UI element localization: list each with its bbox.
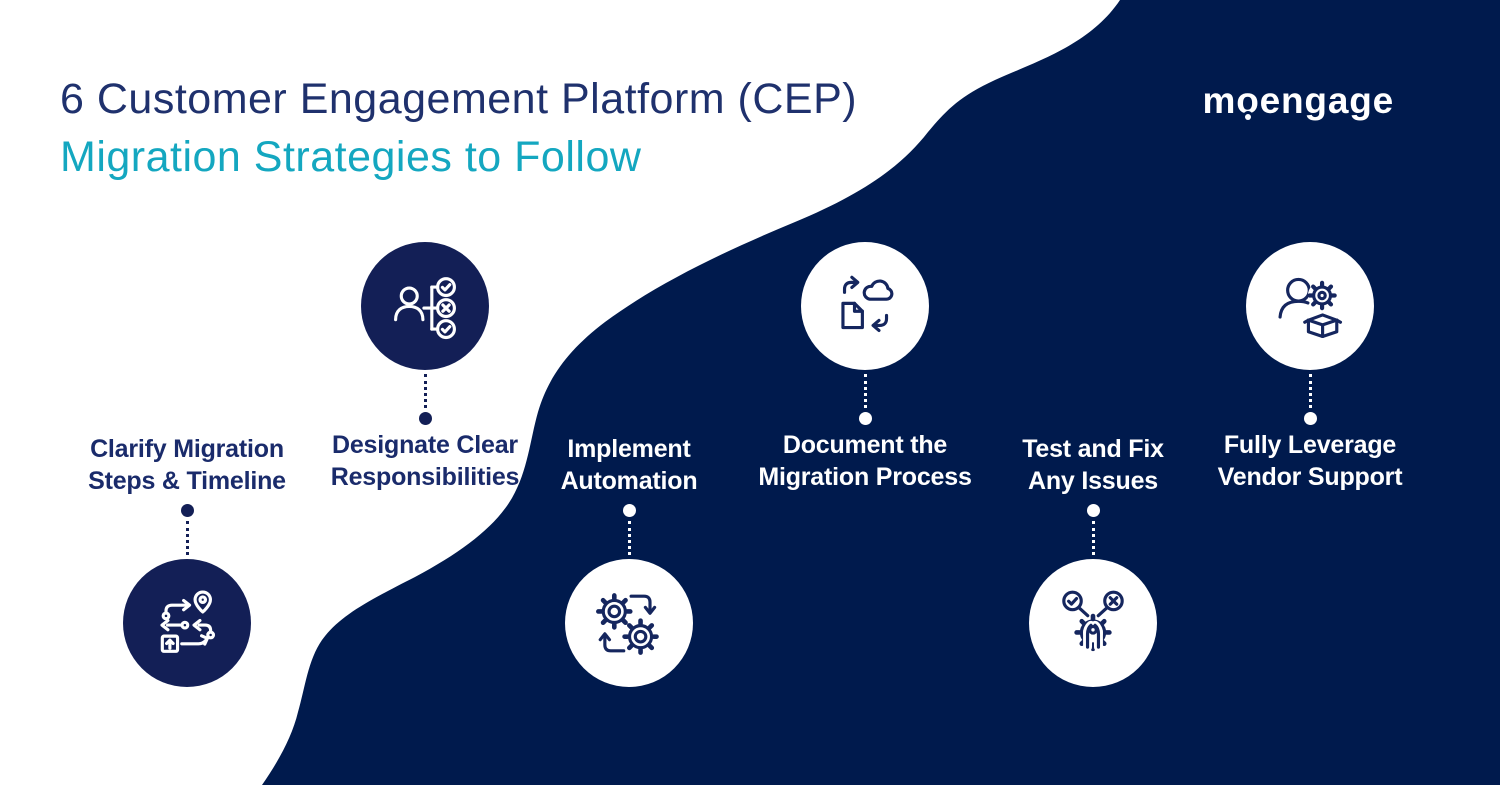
connector-dot — [180, 504, 194, 517]
strategy-item-designate-responsibilities: Designate Clear Responsibilities — [285, 242, 565, 493]
connector-dot — [1303, 412, 1317, 425]
page-title: 6 Customer Engagement Platform (CEP) Mig… — [60, 70, 857, 186]
strategy-label-line1: Document the — [782, 431, 948, 459]
title-line1: 6 Customer Engagement Platform (CEP) — [60, 75, 858, 123]
logo-part-rest: engage — [1259, 80, 1394, 121]
logo-part-m: m — [1202, 80, 1237, 121]
connector-dot — [418, 412, 432, 425]
connector-dot — [622, 504, 636, 517]
strategy-label-line2: Migration Process — [758, 463, 972, 491]
connector — [858, 370, 872, 425]
icon-circle — [1029, 559, 1157, 687]
icon-circle — [565, 559, 693, 687]
strategy-label-line1: Designate Clear — [332, 431, 518, 459]
connector — [1086, 504, 1100, 559]
strategy-label-line1: Clarify Migration — [90, 435, 284, 463]
strategy-label-line1: Fully Leverage — [1223, 431, 1397, 459]
connector-dotted-line — [627, 521, 631, 555]
person-gear-box-icon — [1278, 277, 1343, 339]
strategy-label-line1: Implement — [567, 435, 691, 463]
strategy-item-clarify-migration: Clarify Migration Steps & Timeline — [47, 433, 327, 687]
connector-dot — [858, 412, 872, 425]
strategy-label: Clarify Migration Steps & Timeline — [88, 433, 286, 497]
strategy-label-line2: Steps & Timeline — [88, 467, 286, 495]
connector-dotted-line — [1308, 374, 1312, 408]
strategy-label: Fully Leverage Vendor Support — [1218, 429, 1403, 493]
strategy-item-document-process: Document the Migration Process — [725, 242, 1005, 493]
connector-dotted-line — [423, 374, 427, 408]
strategy-label-line1: Test and Fix — [1022, 435, 1164, 463]
connector — [180, 504, 194, 559]
connector — [418, 370, 432, 425]
strategy-label: Implement Automation — [561, 433, 698, 497]
strategy-label-line2: Any Issues — [1027, 467, 1158, 495]
icon-circle — [361, 242, 489, 370]
strategy-label: Document the Migration Process — [758, 429, 972, 493]
connector-dotted-line — [185, 521, 189, 555]
connector-dotted-line — [1091, 521, 1095, 555]
icon-circle — [1246, 242, 1374, 370]
document-cloud-sync-icon — [841, 275, 894, 333]
strategy-label-line2: Responsibilities — [330, 463, 520, 491]
strategy-item-vendor-support: Fully Leverage Vendor Support — [1170, 242, 1450, 493]
title-line2: Migration Strategies to Follow — [60, 133, 642, 181]
gears-sync-icon — [596, 593, 659, 655]
strategy-label-line2: Automation — [560, 467, 698, 495]
connector — [622, 504, 636, 559]
route-timeline-icon — [160, 590, 216, 653]
strategy-item-implement-automation: Implement Automation — [489, 433, 769, 687]
strategy-label: Test and Fix Any Issues — [1022, 433, 1164, 497]
test-fix-gear-wrench-icon — [1062, 590, 1124, 652]
connector-dotted-line — [863, 374, 867, 408]
connector-dot — [1086, 504, 1100, 517]
person-checklist-icon — [394, 277, 456, 340]
moengage-logo: moengage — [1203, 80, 1394, 122]
strategy-label-line2: Vendor Support — [1217, 463, 1403, 491]
strategy-label: Designate Clear Responsibilities — [331, 429, 520, 493]
logo-part-o: o — [1236, 80, 1260, 121]
icon-circle — [801, 242, 929, 370]
strategy-item-test-and-fix: Test and Fix Any Issues — [953, 433, 1233, 687]
connector — [1303, 370, 1317, 425]
icon-circle — [123, 559, 251, 687]
